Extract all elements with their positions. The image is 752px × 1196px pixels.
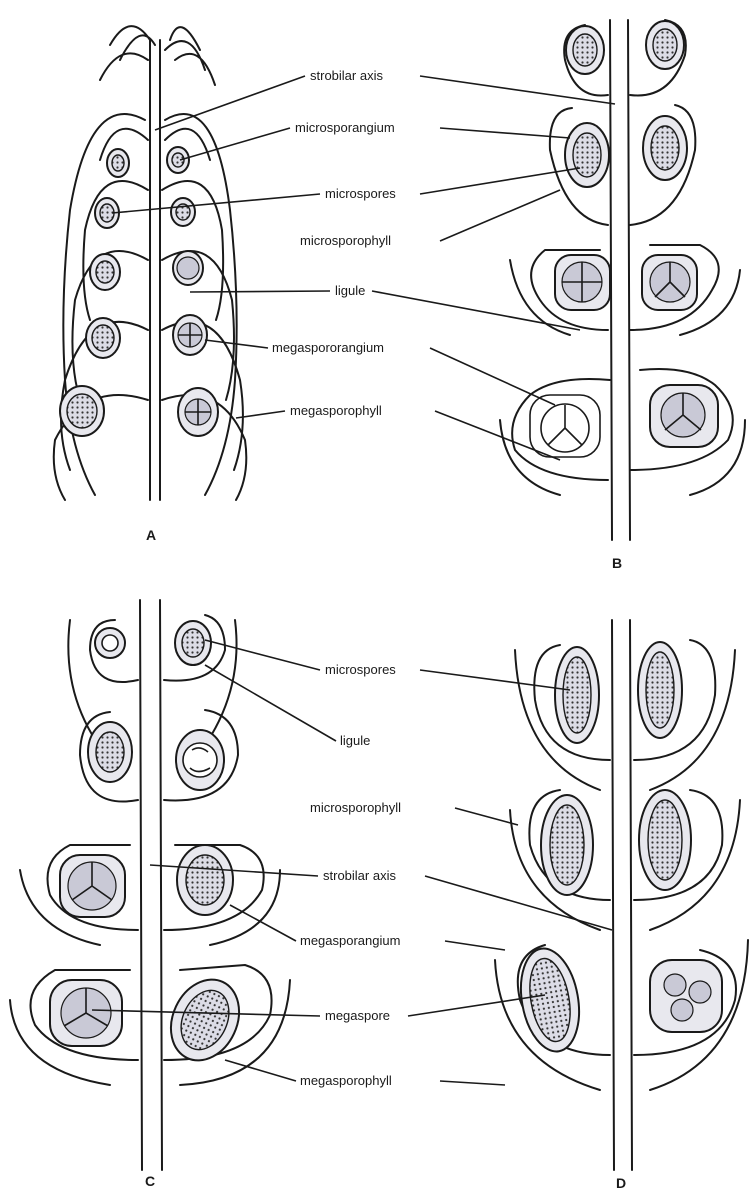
- panel-letter-a: A: [146, 527, 156, 543]
- label-strobilar-axis-cd: strobilar axis: [323, 868, 396, 883]
- label-ligule-cd: ligule: [340, 733, 370, 748]
- label-microspores-ab: microspores: [325, 186, 396, 201]
- label-microsporophyll-cd: microsporophyll: [310, 800, 401, 815]
- panel-a: A: [54, 26, 247, 543]
- label-strobilar-axis-ab: strobilar axis: [310, 68, 383, 83]
- label-megasporangium-ab: megaspororangium: [272, 340, 384, 355]
- panel-letter-c: C: [145, 1173, 155, 1189]
- panel-c: C: [10, 600, 290, 1189]
- panel-letter-b: B: [612, 555, 622, 571]
- label-megaspore-cd: megaspore: [325, 1008, 390, 1023]
- label-microspores-cd: microspores: [325, 662, 396, 677]
- label-megasporangium-cd: megasporangium: [300, 933, 400, 948]
- label-megasporophyll-ab: megasporophyll: [290, 403, 382, 418]
- panel-b: B: [500, 20, 745, 571]
- label-microsporophyll-ab: microsporophyll: [300, 233, 391, 248]
- label-ligule-ab: ligule: [335, 283, 365, 298]
- label-microsporangium-ab: microsporangium: [295, 120, 395, 135]
- panel-d: D: [495, 620, 748, 1191]
- panel-letter-d: D: [616, 1175, 626, 1191]
- label-megasporophyll-cd: megasporophyll: [300, 1073, 392, 1088]
